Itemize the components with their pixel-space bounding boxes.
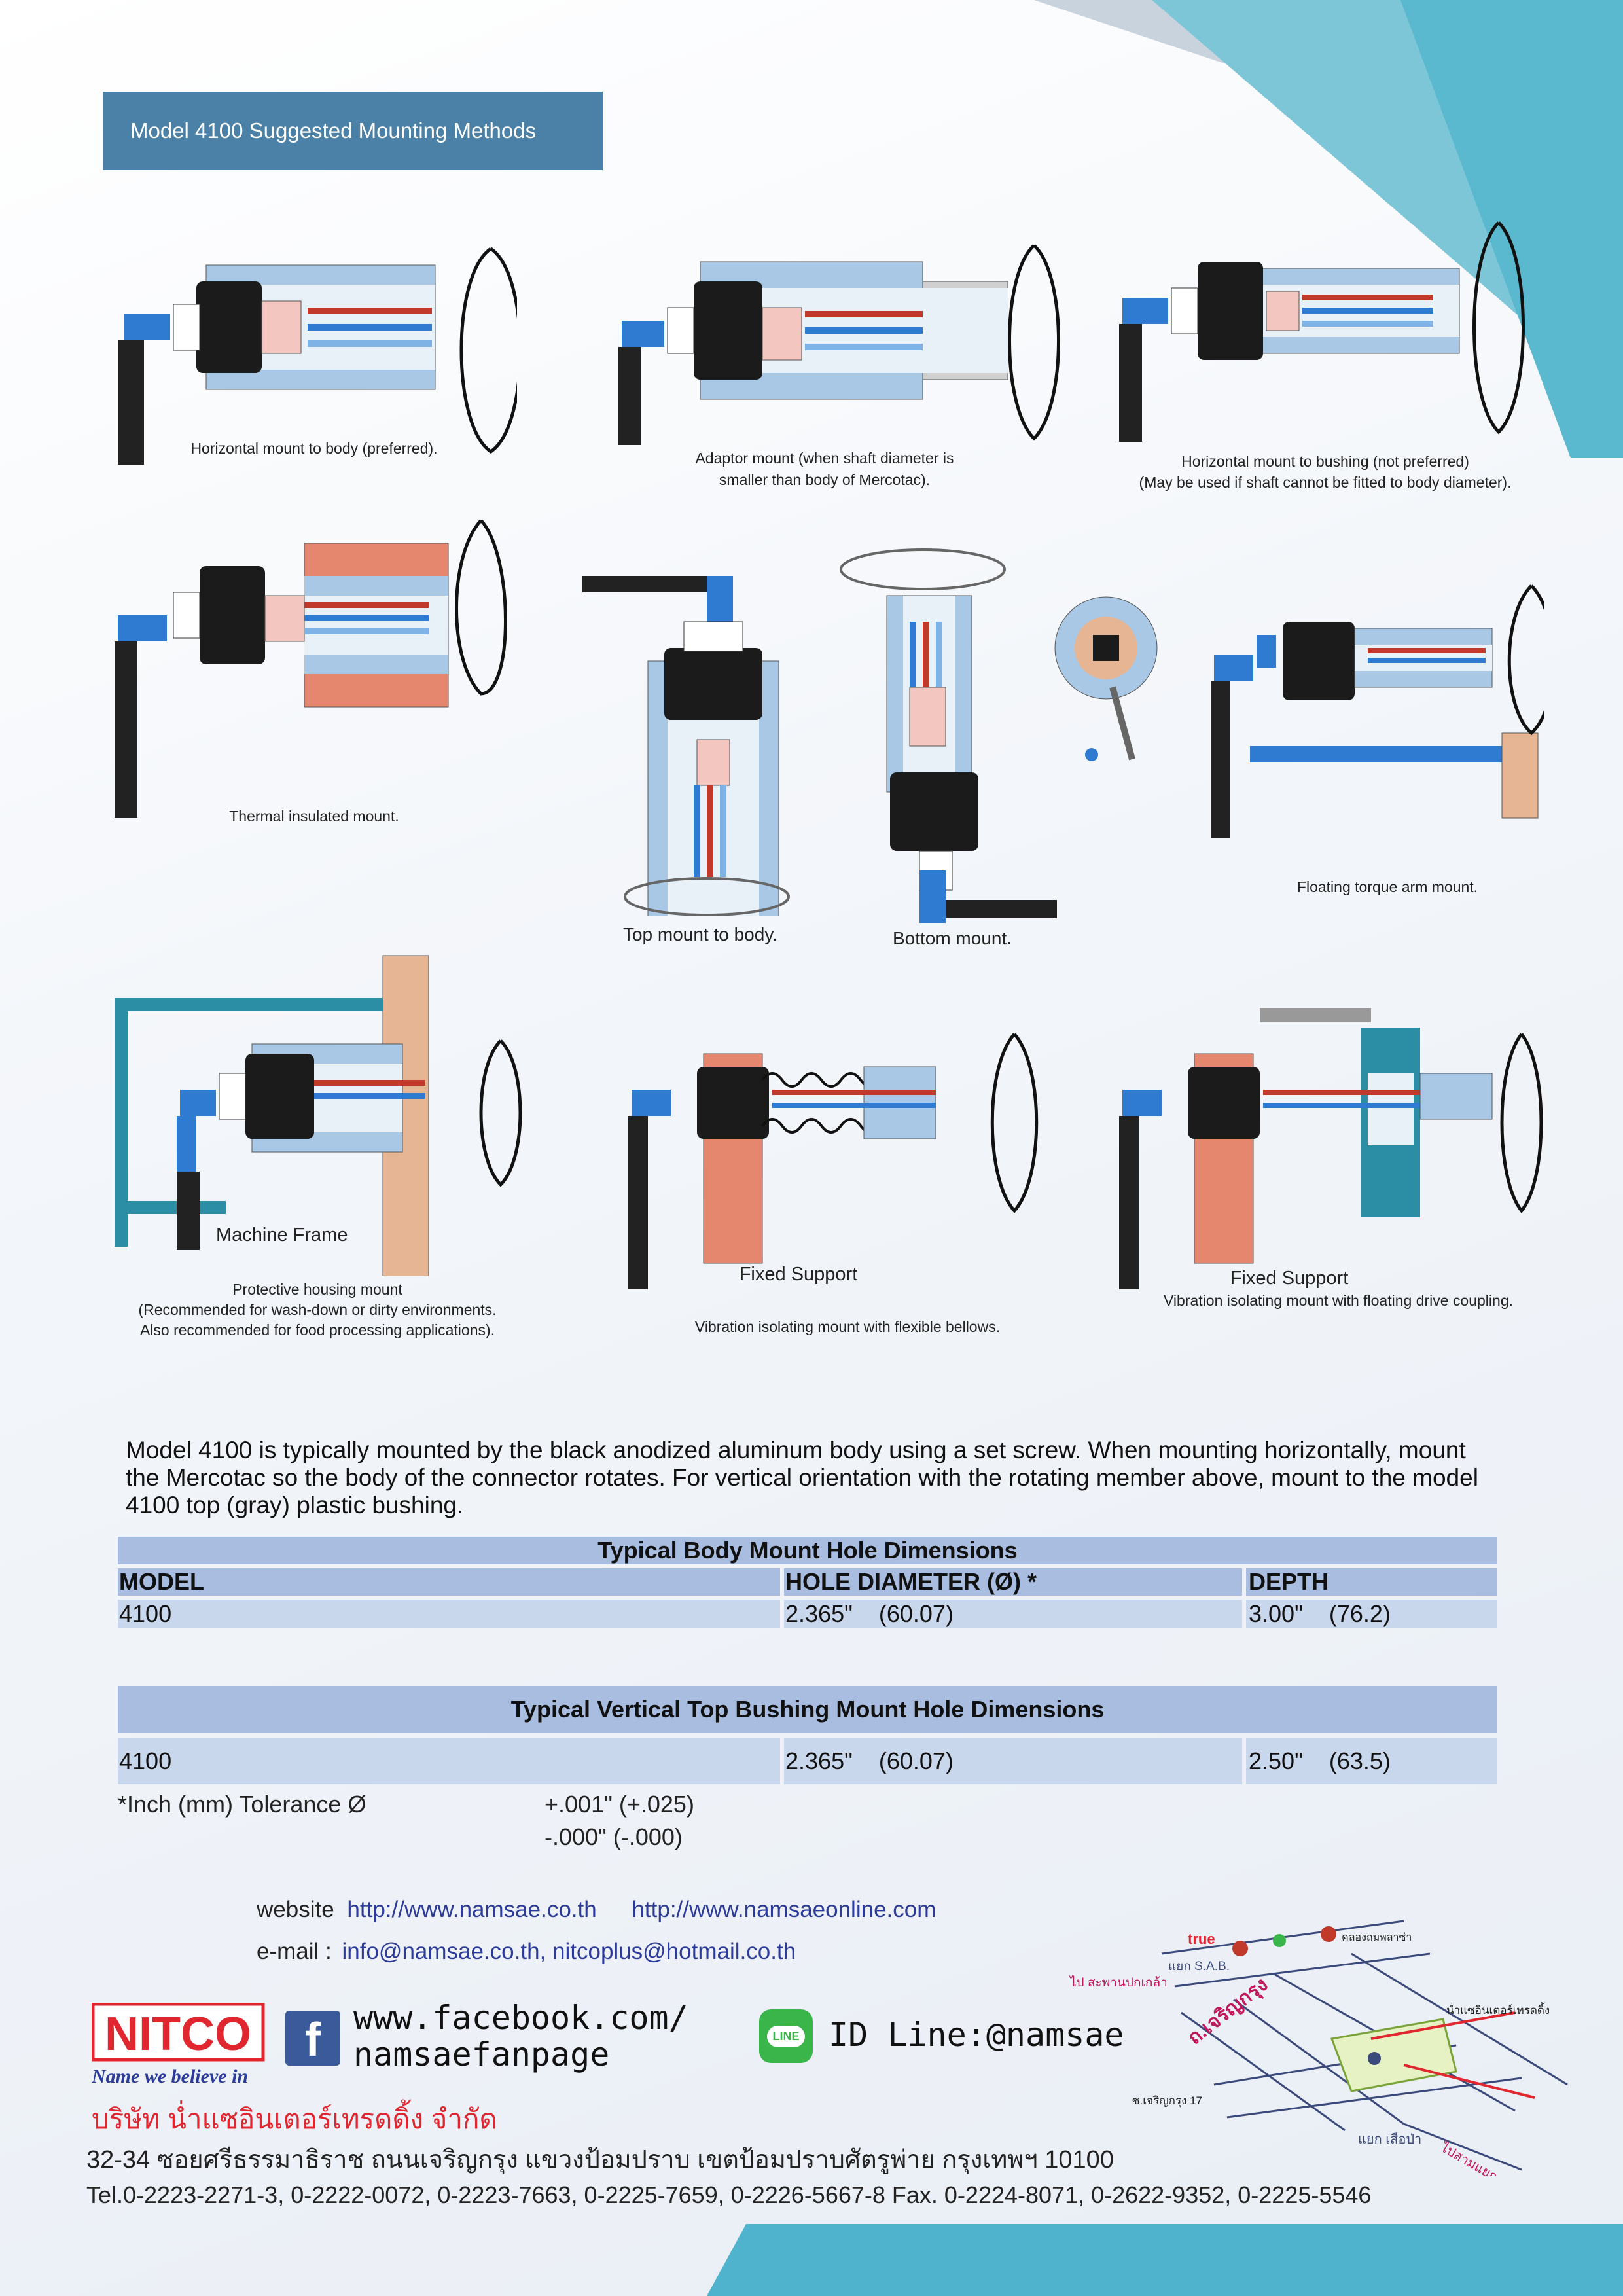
bottom-decoration [707, 2224, 1623, 2296]
company-phone: Tel.0-2223-2271-3, 0-2222-0072, 0-2223-7… [86, 2181, 1372, 2208]
body-mount-table: Typical Body Mount Hole Dimensions MODEL… [118, 1537, 1497, 1628]
facebook-line-1: www.facebook.com/ [353, 1999, 688, 2037]
map-true: true [1188, 1931, 1215, 1947]
map-namsae: น่ำแซอินเตอร์เทรดดิ้ง [1446, 2002, 1550, 2017]
diagram-protective-housing [108, 949, 527, 1277]
company-name: บริษัท น่ำแซอินเตอร์เทรดดิ้ง จำกัด [92, 2104, 497, 2134]
diagram-torque-arm-end [1047, 596, 1165, 772]
top-bushing-table: Typical Vertical Top Bushing Mount Hole … [118, 1686, 1497, 1784]
logo-tagline: Name we believe in [92, 2066, 248, 2087]
company-address: 32-34 ซอยศรีธรรมาธิราช ถนนเจริญกรุง แขวง… [86, 2146, 1114, 2174]
line-icon[interactable]: LINE [759, 2009, 813, 2063]
diagram-horizontal-body [111, 236, 522, 465]
cell-model: 4100 [118, 1738, 780, 1784]
caption-protective-housing-1: Protective housing mount [232, 1281, 402, 1298]
caption-thermal-insulated: Thermal insulated mount. [229, 808, 399, 825]
caption-horizontal-body: Horizontal mount to body (preferred). [190, 440, 438, 457]
header-model: MODEL [118, 1568, 780, 1596]
diagram-horizontal-bushing [1113, 216, 1538, 445]
caption-adaptor-mount-2: smaller than body of Mercotac). [719, 471, 931, 488]
caption-horizontal-bushing-1: Horizontal mount to bushing (not preferr… [1181, 453, 1469, 470]
map-junction-sab: แยก S.A.B. [1168, 1960, 1230, 1973]
map-junction-suea: แยก เสือป่า [1358, 2132, 1421, 2147]
facebook-link[interactable]: www.facebook.com/ namsaefanpage [353, 2000, 688, 2073]
facebook-line-2: namsaefanpage [353, 2036, 610, 2073]
map-main-road: ถ.เจริญกรุง [1184, 1973, 1273, 2050]
tolerance-plus: +.001" (+.025) [544, 1791, 694, 1818]
caption-horizontal-bushing-2: (May be used if shaft cannot be fitted t… [1139, 474, 1512, 491]
cell-depth: 3.00" (76.2) [1246, 1600, 1497, 1628]
header-depth: DEPTH [1246, 1568, 1497, 1596]
facebook-icon[interactable]: f [285, 2011, 340, 2066]
logo-brand: NITCO [105, 2008, 251, 2060]
diagram-bottom-mount [838, 543, 1067, 929]
map-plaza: คลองถมพลาซ่า [1342, 1932, 1412, 1943]
line-icon-text: LINE [767, 2025, 805, 2047]
fixed-support-label-2: Fixed Support [1230, 1268, 1349, 1289]
cell-model: 4100 [118, 1600, 780, 1628]
website-link-1[interactable]: http://www.namsae.co.th [347, 1897, 597, 1922]
caption-vibration-coupling: Vibration isolating mount with floating … [1164, 1292, 1513, 1309]
diagram-vibration-bellows [622, 995, 1047, 1296]
website-line: website http://www.namsae.co.th http://w… [257, 1897, 936, 1923]
table-row: 4100 2.365" (60.07) 3.00" (76.2) [118, 1600, 1497, 1628]
caption-floating-torque-arm: Floating torque arm mount. [1296, 878, 1478, 895]
email-line: e-mail : info@namsae.co.th, nitcoplus@ho… [257, 1939, 796, 1965]
cell-hole-diameter: 2.365" (60.07) [784, 1738, 1242, 1784]
map-to-saphan: ไป สะพานปกเกล้า [1069, 1975, 1168, 1990]
diagram-floating-torque-arm [1204, 583, 1556, 851]
line-id[interactable]: ID Line:@namsae [829, 2016, 1124, 2054]
caption-adaptor-mount-1: Adaptor mount (when shaft diameter is [695, 450, 954, 467]
tolerance-label: *Inch (mm) Tolerance Ø [118, 1791, 366, 1818]
machine-frame-label: Machine Frame [216, 1225, 348, 1246]
diagram-vibration-coupling [1113, 982, 1551, 1296]
email-links[interactable]: info@namsae.co.th, nitcoplus@hotmail.co.… [342, 1939, 796, 1964]
tolerance-minus: -.000" (-.000) [544, 1823, 683, 1850]
caption-bottom-mount: Bottom mount. [892, 928, 1012, 948]
email-label: e-mail : [257, 1939, 332, 1964]
table-row: 4100 2.365" (60.07) 2.50" (63.5) [118, 1738, 1497, 1784]
fixed-support-label-1: Fixed Support [739, 1264, 858, 1285]
website-link-2[interactable]: http://www.namsaeonline.com [632, 1897, 936, 1922]
caption-vibration-bellows: Vibration isolating mount with flexible … [694, 1318, 1001, 1335]
caption-top-mount: Top mount to body. [622, 924, 778, 944]
location-map: true แยก S.A.B. ไป สะพานปกเกล้า ถ.เจริญก… [1063, 1914, 1580, 2184]
diagram-top-mount [576, 563, 798, 937]
table-title: Typical Body Mount Hole Dimensions [118, 1537, 1497, 1564]
cell-hole-diameter: 2.365" (60.07) [784, 1600, 1242, 1628]
description-paragraph: Model 4100 is typically mounted by the b… [126, 1437, 1478, 1518]
table-title: Typical Vertical Top Bushing Mount Hole … [118, 1686, 1497, 1733]
cell-depth: 2.50" (63.5) [1246, 1738, 1497, 1784]
caption-protective-housing-2: (Recommended for wash-down or dirty envi… [138, 1301, 497, 1318]
page-title: Model 4100 Suggested Mounting Methods [103, 92, 603, 170]
diagram-adaptor-mount [615, 242, 1060, 445]
table-header-row: MODEL HOLE DIAMETER (Ø) * DEPTH [118, 1568, 1497, 1596]
diagram-thermal-insulated [108, 517, 514, 825]
corner-decoration [1034, 0, 1623, 458]
top-rotation-arrow [618, 870, 795, 923]
map-soi: ซ.เจริญกรุง 17 [1132, 2094, 1202, 2108]
website-label: website [257, 1897, 334, 1922]
nitco-logo: NITCO Name we believe in [91, 2002, 265, 2088]
header-hole-diameter: HOLE DIAMETER (Ø) * [784, 1568, 1242, 1596]
caption-protective-housing-3: Also recommended for food processing app… [139, 1321, 495, 1338]
